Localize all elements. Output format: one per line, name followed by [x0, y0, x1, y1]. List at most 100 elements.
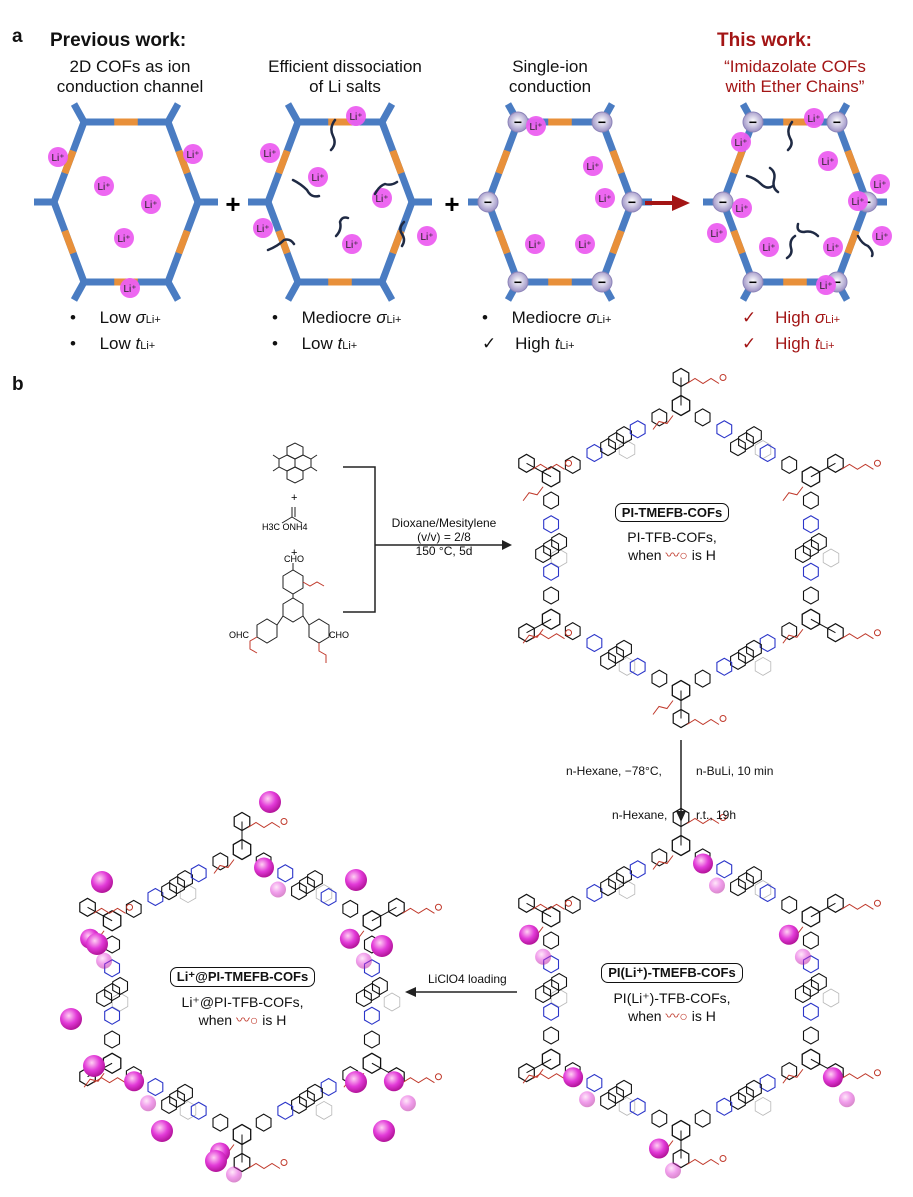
li-ion	[778, 924, 799, 945]
plus-sign: +	[444, 189, 459, 219]
benzene-ring	[190, 864, 207, 883]
li-ion-faded	[399, 1095, 416, 1112]
ohc-label: OHC	[229, 630, 250, 640]
benzene-ring	[608, 871, 624, 891]
bullets-4: ✓ High σLi+ ✓ High tLi+	[742, 306, 840, 358]
linker-segment	[175, 229, 191, 255]
li-ion	[91, 871, 113, 893]
caption-2: Efficient dissociation of Li salts	[240, 57, 450, 97]
ether-oxygen	[280, 818, 288, 825]
benzene-ring	[125, 899, 142, 919]
benzene-ring	[169, 875, 185, 895]
benzene-ring	[102, 910, 122, 932]
hex-branch	[284, 280, 302, 302]
ether-chain	[522, 628, 544, 644]
anion-site	[712, 191, 734, 213]
benzene-ring	[518, 453, 535, 473]
benzene-ring	[299, 1089, 315, 1109]
ether-oxygen	[873, 629, 881, 637]
li-ion-faded	[140, 1095, 157, 1112]
benzene-ring	[564, 895, 581, 915]
caption-4-line2: with Ether Chains”	[725, 77, 865, 96]
minus-sign: −	[749, 274, 757, 290]
li-ion	[693, 853, 713, 874]
benzene-ring	[629, 860, 646, 879]
benzene-ring	[315, 884, 333, 904]
ether-chain	[522, 1068, 544, 1084]
minus-sign: −	[833, 114, 841, 130]
li-ion-label: Li⁺	[710, 229, 723, 240]
bullet-item: • Mediocre σLi+	[482, 308, 612, 327]
li-ion	[346, 106, 366, 126]
benzene-ring	[802, 491, 819, 510]
node-bond	[526, 618, 552, 634]
step1-conditions: Dioxane/Mesitylene (v/v) = 2/8 150 °C, 5…	[378, 516, 510, 558]
linker-segment	[61, 229, 77, 255]
benzene-ring	[618, 880, 636, 900]
cof-hexagon: −−−−−−Li⁺Li⁺Li⁺Li⁺Li⁺Li⁺Li⁺Li⁺Li⁺Li⁺Li⁺	[703, 102, 892, 302]
benzene-ring	[543, 931, 560, 950]
li-ion-faded	[665, 1162, 681, 1179]
li-ion	[872, 226, 892, 246]
li-ion-faded	[838, 1091, 855, 1108]
li-ion	[151, 1120, 173, 1142]
li-ion-label: Li⁺	[117, 234, 130, 245]
benzene-ring	[616, 639, 632, 659]
benzene-ring	[629, 420, 646, 439]
ether-chain	[841, 633, 874, 640]
benzene-ring	[307, 869, 323, 889]
cof-hexagon: Li⁺Li⁺Li⁺Li⁺Li⁺Li⁺Li⁺	[248, 102, 437, 302]
benzene-ring	[543, 1026, 560, 1045]
ether-chain	[373, 180, 399, 196]
bullet-item: ✓ High σLi+	[742, 308, 841, 327]
benzene-ring	[363, 1030, 380, 1049]
li-ion	[94, 176, 114, 196]
minus-sign: −	[598, 274, 606, 290]
benzene-ring	[543, 1002, 560, 1021]
benzene-ring	[600, 1091, 616, 1111]
caption-1-line1: 2D COFs as ion	[69, 57, 191, 76]
ether-chain	[686, 718, 720, 726]
benzene-ring	[608, 431, 624, 451]
ether-chain	[652, 855, 674, 870]
ether-chain	[786, 120, 794, 152]
li-ion	[583, 156, 603, 176]
anion-site	[591, 271, 613, 293]
li-ion	[259, 791, 281, 813]
ether-chain	[652, 700, 674, 715]
li-ion	[308, 167, 328, 187]
li-ion	[120, 278, 140, 298]
benzene-ring	[277, 1101, 294, 1120]
li-ion	[114, 228, 134, 248]
ether-chain	[399, 220, 406, 248]
benzene-ring	[616, 865, 632, 885]
li-ion-label: Li⁺	[123, 284, 136, 295]
step1-line2: (v/v) = 2/8	[417, 530, 471, 544]
benzene-ring	[104, 1006, 121, 1025]
li-ion	[48, 147, 68, 167]
anion-site	[477, 191, 499, 213]
benzene-ring	[79, 897, 96, 917]
benzene-ring	[671, 394, 691, 417]
bullet-item: • Low tLi+	[272, 334, 358, 353]
linker-segment	[730, 229, 746, 255]
benzene-ring	[618, 440, 636, 460]
minus-sign: −	[749, 114, 757, 130]
benzene-ring	[190, 1101, 207, 1120]
ether-chain	[652, 415, 674, 430]
step1-line3: 150 °C, 5d	[415, 544, 473, 558]
cof-pi-li-tmefb	[518, 807, 881, 1179]
benzene-ring	[608, 645, 624, 665]
bullets-3: • Mediocre σLi+ ✓ High tLi+	[482, 306, 612, 358]
cho-label-top: CHO	[284, 554, 304, 564]
benzene-ring	[161, 1095, 177, 1115]
benzene-ring	[586, 633, 603, 653]
benzene-ring	[802, 931, 819, 950]
li-ion	[141, 194, 161, 214]
benzene-ring	[651, 1109, 668, 1128]
bullet-item: ✓ High tLi+	[482, 334, 575, 353]
cof3-sub2: when 〰○ is H	[198, 1012, 287, 1028]
benzene-ring	[147, 887, 164, 907]
node-bond	[526, 462, 552, 478]
